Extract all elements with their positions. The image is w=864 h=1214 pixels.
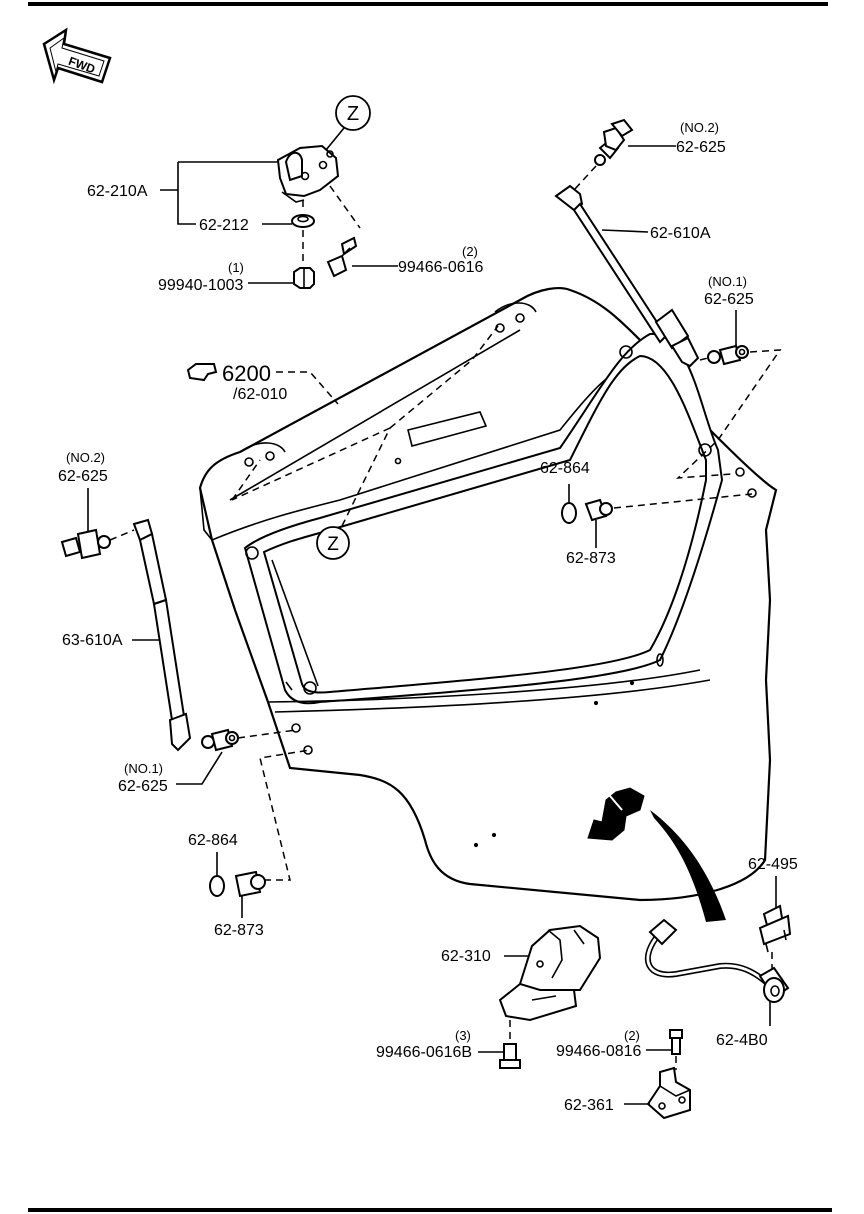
label-99466-0616-qty: (2)	[462, 244, 478, 259]
label-99466-0616: 99466-0616	[398, 259, 484, 276]
label-62-495: 62-495	[748, 856, 798, 873]
label-62-864-right: 62-864	[540, 460, 590, 477]
label-99466-0816: 99466-0816	[556, 1043, 642, 1060]
label-62-212: 62-212	[199, 217, 249, 234]
label-99466-0616B-qty: (3)	[455, 1028, 471, 1043]
label-62-010: /62-010	[233, 386, 287, 403]
svg-text:Z: Z	[327, 534, 339, 555]
detail-marker-lower: Z	[316, 526, 350, 560]
switch-harness	[644, 918, 790, 1003]
detail-marker-top: Z	[325, 95, 371, 151]
gate-ref: 6200 /62-010	[186, 361, 339, 405]
striker-bolt	[669, 1029, 683, 1055]
label-62-210A: 62-210A	[87, 183, 148, 200]
ball-stud-no2-right	[594, 118, 634, 166]
label-62-310: 62-310	[441, 948, 491, 965]
label-62-610A: 62-610A	[650, 225, 711, 242]
hinge-assembly	[276, 144, 358, 289]
label-99466-0816-qty: (2)	[624, 1028, 640, 1043]
ball-stud-no1-right	[707, 344, 749, 366]
svg-text:Z: Z	[347, 103, 359, 125]
label-62-864-left: 62-864	[188, 832, 238, 849]
pointing-hand-icon	[186, 363, 218, 382]
label-no1-right-note: (NO.1)	[708, 274, 747, 289]
label-62-625-no1-left: 62-625	[118, 778, 168, 795]
lock-bolt	[499, 1043, 521, 1069]
lock-assembly	[498, 924, 602, 1022]
label-no2-right-note: (NO.2)	[680, 120, 719, 135]
right-gas-stay	[554, 184, 700, 368]
stopper-right	[561, 498, 613, 524]
lock-callout-arrow-icon	[650, 810, 726, 922]
left-gas-stay	[132, 518, 192, 752]
fwd-arrow-icon: FWD	[42, 27, 112, 85]
label-99940-1003-qty: (1)	[228, 260, 244, 275]
label-62-361: 62-361	[564, 1097, 614, 1114]
label-62-625-no1-right: 62-625	[704, 291, 754, 308]
label-no1-left-note: (NO.1)	[124, 761, 163, 776]
label-63-610A: 63-610A	[62, 632, 123, 649]
label-62-4B0: 62-4B0	[716, 1032, 768, 1049]
ball-stud-no1-left	[201, 728, 239, 752]
clip	[758, 904, 792, 953]
label-6200: 6200	[222, 361, 271, 386]
label-62-873-left: 62-873	[214, 922, 264, 939]
label-no2-left-note: (NO.2)	[66, 450, 105, 465]
label-62-873-right: 62-873	[566, 550, 616, 567]
liftgate-panel	[198, 287, 778, 902]
ball-stud-no2-left	[60, 528, 111, 560]
striker	[646, 1066, 691, 1120]
label-62-625-no2-right: 62-625	[676, 139, 726, 156]
stopper-left	[209, 870, 266, 898]
label-99940-1003: 99940-1003	[158, 277, 244, 294]
label-99466-0616B: 99466-0616B	[376, 1044, 472, 1061]
label-62-625-no2-left: 62-625	[58, 468, 108, 485]
